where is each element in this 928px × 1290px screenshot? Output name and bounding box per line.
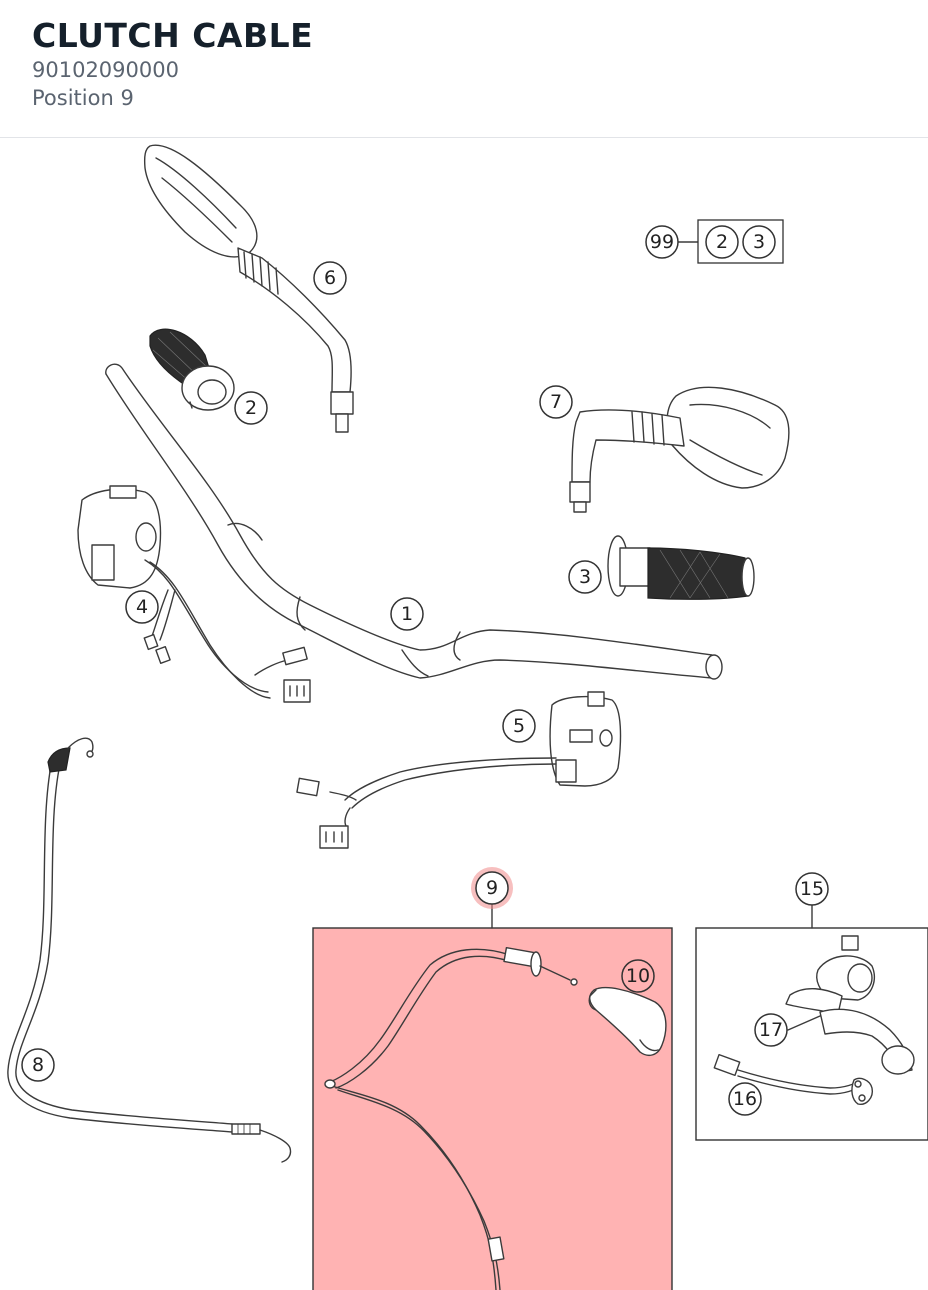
part-number: 90102090000 xyxy=(32,58,179,82)
clutch-lever-part-17[interactable] xyxy=(785,935,915,1075)
exploded-parts-diagram: 6 2 99 2 3 7 3 4 1 5 9 15 10 17 16 8 xyxy=(7,144,928,1290)
mirror-right-part-7[interactable] xyxy=(569,386,790,513)
kit-item-2[interactable]: 2 xyxy=(716,231,728,253)
callout-5[interactable]: 5 xyxy=(513,715,525,737)
callout-9[interactable]: 9 xyxy=(486,877,498,899)
callout-17[interactable]: 17 xyxy=(759,1019,783,1041)
part-position: Position 9 xyxy=(32,86,134,110)
callout-6[interactable]: 6 xyxy=(324,267,336,289)
handlebar-part-1[interactable] xyxy=(105,363,723,680)
callout-1[interactable]: 1 xyxy=(401,603,413,625)
switch-cable-part-16[interactable] xyxy=(713,1053,873,1105)
grip-left-part-2[interactable] xyxy=(149,328,235,411)
callout-7[interactable]: 7 xyxy=(550,391,562,413)
switch-left-part-4[interactable] xyxy=(77,485,311,703)
callout-99[interactable]: 99 xyxy=(650,231,674,253)
clutch-cable-part-9[interactable] xyxy=(324,946,578,1290)
grip-right-part-3[interactable] xyxy=(607,535,755,600)
highlight-box-part-9[interactable] xyxy=(312,927,673,1290)
callout-10[interactable]: 10 xyxy=(626,965,650,987)
mirror-left-part-6[interactable] xyxy=(143,144,354,433)
cover-part-10[interactable] xyxy=(588,987,667,1057)
kit-item-3[interactable]: 3 xyxy=(753,231,765,253)
callout-15[interactable]: 15 xyxy=(800,878,824,900)
part-title: CLUTCH CABLE xyxy=(32,16,314,55)
callout-2[interactable]: 2 xyxy=(245,397,257,419)
switch-right-part-5[interactable] xyxy=(296,691,622,849)
callout-4[interactable]: 4 xyxy=(136,596,148,618)
page-header: CLUTCH CABLE 90102090000 Position 9 xyxy=(0,0,928,138)
callout-16[interactable]: 16 xyxy=(733,1088,757,1110)
callout-3[interactable]: 3 xyxy=(579,566,591,588)
throttle-cable-part-8[interactable] xyxy=(7,737,292,1163)
callout-8[interactable]: 8 xyxy=(32,1054,44,1076)
